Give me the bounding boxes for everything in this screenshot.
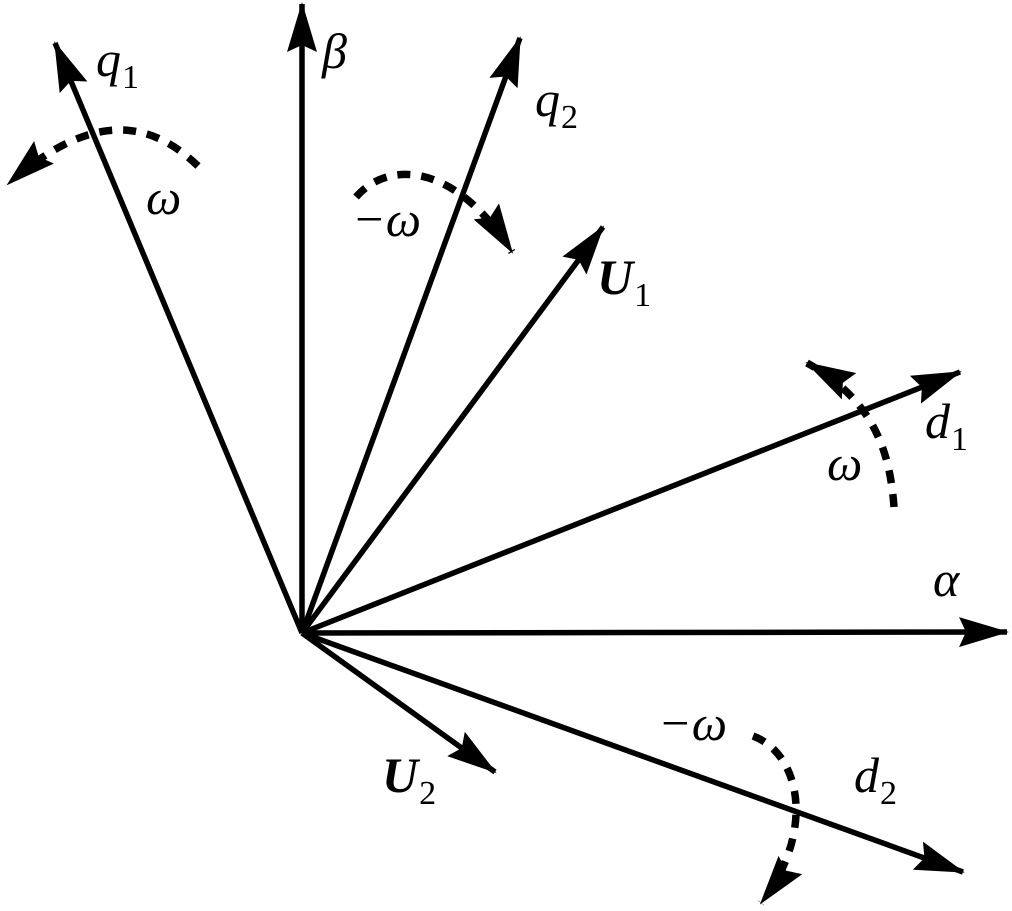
label-alpha: α — [933, 554, 959, 604]
label-q2-base: q — [535, 71, 560, 127]
label-q2-sub: 2 — [561, 99, 578, 136]
label-d2-sub: 2 — [880, 775, 897, 812]
label-q1: q1 — [96, 34, 139, 95]
q2-axis-arrow — [299, 36, 523, 634]
label-d2: d2 — [854, 750, 897, 811]
label-omega-q1: ω — [146, 169, 182, 225]
label-neg-omega-q2: −ω — [352, 191, 422, 247]
label-beta: β — [322, 26, 347, 76]
q1-axis-arrow — [52, 41, 305, 635]
label-d1-base: d — [925, 393, 950, 449]
label-q2: q2 — [535, 74, 578, 135]
neg-omega-d2-rotation-arc — [751, 732, 803, 906]
omega-d1-rotation-arc — [805, 359, 898, 508]
label-u1: U1 — [597, 252, 651, 313]
label-beta-base: β — [322, 23, 347, 79]
label-q1-base: q — [96, 31, 121, 87]
d2-axis-arrow — [301, 630, 965, 875]
u2-vector-arrow — [300, 630, 497, 775]
neg-omega-q2-rotation-arc — [353, 170, 516, 255]
label-d1-sub: 1 — [951, 421, 968, 458]
label-alpha-base: α — [933, 551, 960, 607]
label-u2-base: U — [382, 747, 419, 803]
label-omega-d1: ω — [827, 435, 863, 491]
label-u1-sub: 1 — [634, 277, 652, 314]
label-u2: U2 — [382, 750, 436, 811]
u1-vector-arrow — [299, 225, 606, 635]
alpha-axis-arrow — [301, 617, 1009, 648]
label-neg-omega-d2: −ω — [658, 695, 728, 751]
d1-axis-arrow — [300, 369, 962, 636]
label-d2-base: d — [854, 747, 879, 803]
label-u1-base: U — [597, 249, 634, 305]
label-q1-sub: 1 — [122, 59, 139, 96]
label-u2-sub: 2 — [419, 775, 437, 812]
omega-q1-rotation-arc — [5, 126, 201, 187]
label-d1: d1 — [925, 396, 968, 457]
